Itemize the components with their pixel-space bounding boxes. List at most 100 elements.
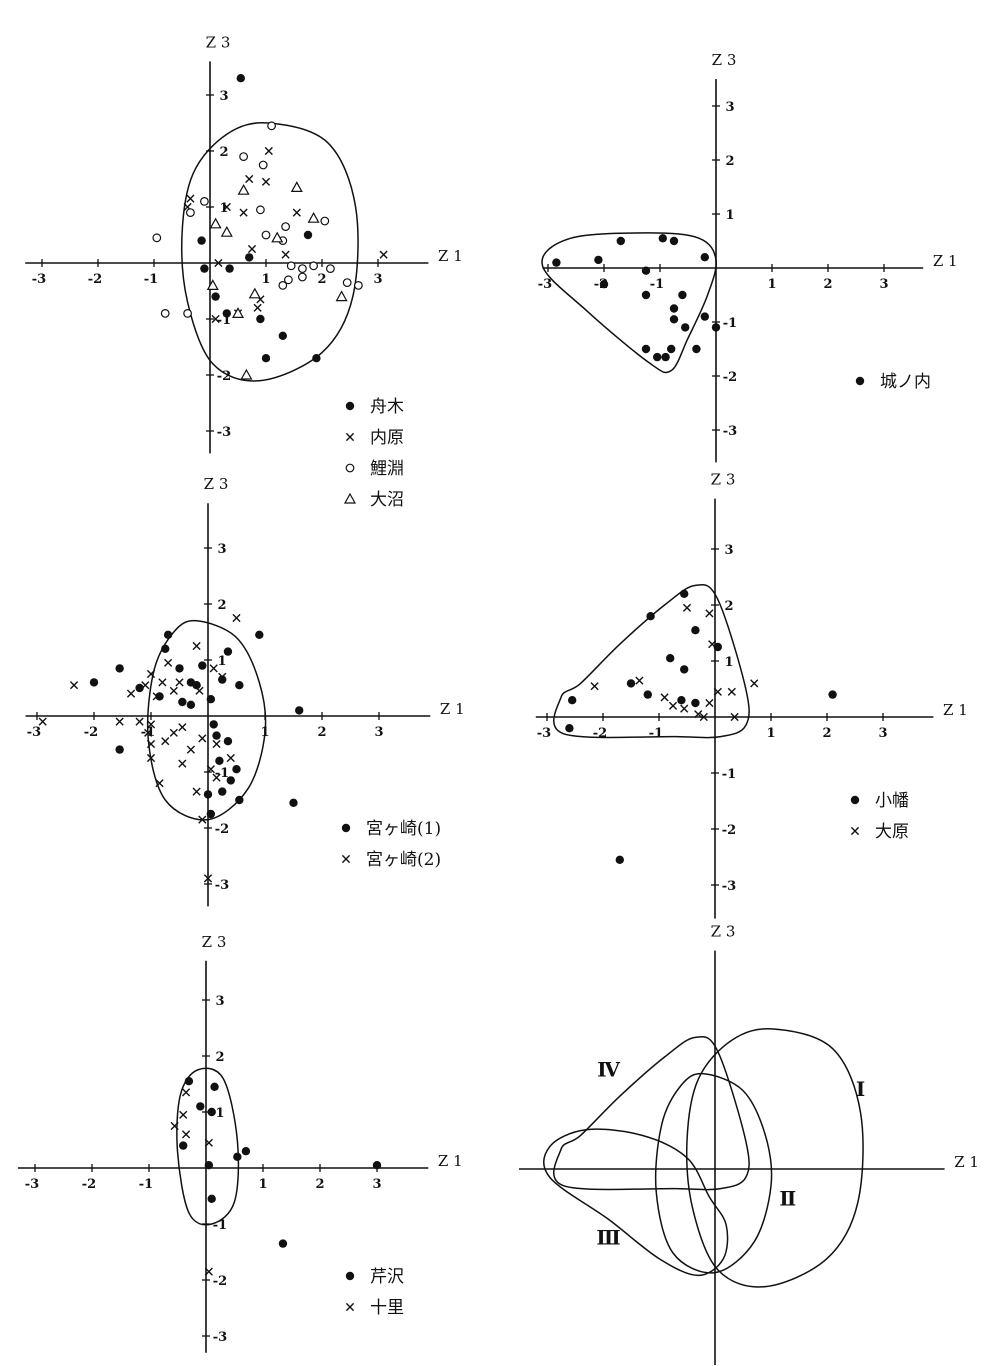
legend-label: 城ノ内 (880, 372, 931, 392)
data-point (89, 678, 99, 687)
y-tick-label: -2 (722, 823, 736, 838)
x-tick-label: 2 (823, 277, 832, 292)
hull-IV (553, 584, 750, 739)
data-point (211, 314, 220, 324)
data-point (181, 1130, 191, 1139)
data-point (198, 734, 207, 743)
data-point (326, 264, 335, 274)
data-point (278, 281, 288, 290)
data-point (192, 787, 201, 796)
x-tick-label: 3 (879, 277, 888, 292)
data-point (225, 264, 234, 273)
data-point (267, 121, 277, 131)
x-tick-label: -1 (649, 726, 663, 741)
y-tick-label: 1 (724, 655, 733, 670)
data-point (152, 233, 162, 243)
data-point (215, 756, 224, 765)
data-point (115, 664, 124, 673)
data-point (184, 1077, 194, 1086)
data-point (178, 697, 187, 707)
y-tick-label: 3 (217, 542, 226, 557)
data-point (207, 1194, 216, 1204)
data-point (828, 690, 837, 699)
data-point (298, 272, 307, 282)
data-point (309, 261, 319, 271)
data-point (658, 234, 667, 243)
data-point (198, 661, 207, 670)
data-point (232, 613, 241, 623)
data-point (179, 1141, 188, 1150)
data-point (699, 712, 708, 722)
overlay-hull-III (543, 1128, 729, 1277)
data-point (379, 250, 388, 259)
data-point (594, 255, 603, 265)
data-point (256, 314, 265, 324)
data-point (708, 640, 717, 649)
data-point (261, 354, 271, 363)
data-point (247, 244, 257, 254)
hull-serizawa (176, 1067, 240, 1226)
data-point (750, 679, 759, 688)
data-point (178, 759, 187, 768)
x-tick-label: 3 (372, 1177, 381, 1192)
data-point (681, 323, 690, 332)
data-point (186, 700, 196, 709)
data-point (126, 689, 136, 698)
y-axis-label: Z 3 (712, 51, 737, 69)
data-point (155, 692, 164, 701)
data-point (197, 236, 206, 245)
legend-label: 大沼 (370, 490, 404, 510)
y-tick-label: 3 (219, 89, 228, 104)
data-point (186, 194, 195, 203)
data-point (730, 712, 739, 722)
data-point (342, 278, 352, 288)
data-point (206, 809, 216, 819)
data-point (69, 681, 79, 690)
x-tick-label: -3 (537, 726, 551, 741)
data-point (682, 603, 692, 612)
x-axis-label: Z 1 (440, 700, 465, 718)
data-point (552, 258, 561, 267)
data-point (211, 292, 220, 301)
legend-marker (341, 854, 351, 864)
data-point (700, 312, 709, 321)
data-point (222, 309, 231, 318)
legend-label: 小幡 (875, 791, 909, 811)
data-point (185, 208, 195, 218)
data-point (212, 739, 221, 749)
data-point (222, 202, 231, 212)
data-point (255, 630, 264, 639)
y-tick-label: 3 (215, 994, 224, 1009)
data-point (161, 737, 170, 746)
y-axis-label: Z 3 (206, 33, 231, 51)
data-point (660, 693, 669, 702)
data-point (161, 644, 170, 653)
y-tick-label: -2 (213, 1274, 227, 1289)
data-point (146, 669, 156, 679)
x-tick-label: -2 (593, 726, 607, 741)
data-point (691, 626, 700, 635)
data-point (666, 654, 675, 663)
data-point (264, 146, 273, 156)
data-point (175, 664, 184, 673)
data-point (713, 642, 722, 652)
data-point (212, 773, 221, 782)
data-point (669, 315, 679, 324)
legend-label: 芹沢 (370, 1267, 404, 1287)
data-point (692, 344, 701, 354)
data-point (641, 266, 651, 275)
data-point (158, 678, 167, 687)
data-point (678, 290, 687, 300)
data-point (568, 696, 577, 705)
data-point (258, 160, 268, 170)
data-point (195, 686, 204, 695)
data-point (239, 152, 249, 162)
data-point (713, 687, 722, 696)
data-point (667, 344, 676, 354)
x-tick-label: 1 (261, 272, 270, 287)
data-point (668, 701, 678, 710)
y-axis-label: Z 3 (711, 471, 736, 489)
